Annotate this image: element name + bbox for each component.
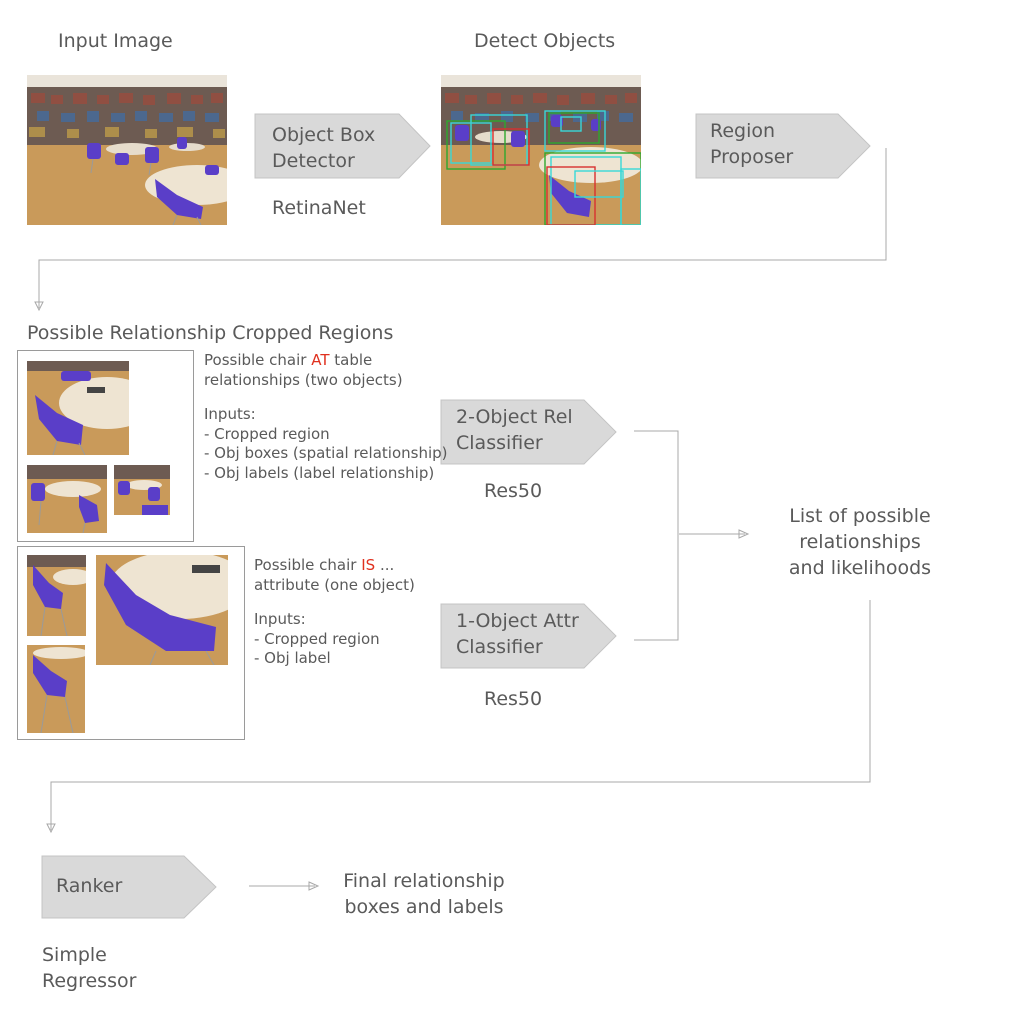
attr-classifier-model: Res50 <box>484 688 543 710</box>
arrowhead-regions <box>34 301 44 312</box>
two-object-crop-main <box>27 361 129 455</box>
relationship-list-line2: relationships <box>799 531 921 553</box>
one-object-desc-highlight: IS <box>361 556 376 574</box>
one-object-crop-main <box>96 555 228 665</box>
rel-classifier-shape <box>440 399 617 465</box>
one-object-desc-line2: attribute (one object) <box>254 575 415 594</box>
proposer-label-line1: Region <box>710 120 776 142</box>
arrowhead-ranker <box>46 823 56 834</box>
two-object-input-1: - Cropped region <box>204 424 330 443</box>
one-object-input-2: - Obj label <box>254 649 331 667</box>
detect-objects-title: Detect Objects <box>474 30 616 52</box>
final-output: Final relationship boxes and labels <box>334 868 514 920</box>
two-object-input-3: - Obj labels (label relationship) <box>204 463 435 482</box>
relationship-list-line3: and likelihoods <box>788 557 932 579</box>
two-object-desc-line2: relationships (two objects) <box>204 370 403 389</box>
ranker-model: Simple Regressor <box>42 942 136 994</box>
one-object-crops-box <box>17 546 245 740</box>
one-object-description: Possible chair IS ... attribute (one obj… <box>254 556 415 669</box>
final-output-line1: Final relationship <box>343 870 505 892</box>
proposer-label: Region Proposer <box>710 118 793 170</box>
rel-classifier-label-line1: 2-Object Rel <box>456 406 573 428</box>
relationship-list-output: List of possible relationships and likel… <box>770 503 950 581</box>
two-object-desc-prefix: Possible chair <box>204 351 312 369</box>
attr-classifier-label-line2: Classifier <box>456 636 543 658</box>
two-object-crop-small-b <box>114 465 170 515</box>
two-object-crops-box <box>17 350 194 542</box>
two-object-desc-highlight: AT <box>311 351 330 369</box>
connector-list-to-ranker <box>50 600 871 830</box>
two-object-input-2: - Obj boxes (spatial relationship) <box>204 444 448 462</box>
detector-label: Object Box Detector <box>272 122 375 174</box>
arrowhead-list <box>738 529 750 539</box>
cropped-regions-title: Possible Relationship Cropped Regions <box>27 322 394 344</box>
arrowhead-final <box>308 881 320 891</box>
proposer-shape <box>695 113 871 179</box>
input-image-title: Input Image <box>58 30 173 52</box>
connector-rel-merge <box>634 430 679 641</box>
one-object-input-1: - Cropped region <box>254 629 380 648</box>
attr-classifier-label: 1-Object Attr Classifier <box>456 608 579 660</box>
one-object-crop-b <box>27 645 85 733</box>
two-object-desc-suffix: table <box>329 351 373 369</box>
final-output-line2: boxes and labels <box>344 896 504 918</box>
one-object-desc-prefix: Possible chair <box>254 556 362 574</box>
detect-objects-photo <box>441 75 641 225</box>
proposer-label-line2: Proposer <box>710 146 794 168</box>
attr-classifier-label-line1: 1-Object Attr <box>456 610 579 632</box>
ranker-label: Ranker <box>56 875 123 897</box>
rel-classifier-label: 2-Object Rel Classifier <box>456 404 573 456</box>
two-object-description: Possible chair AT table relationships (t… <box>204 351 448 483</box>
ranker-model-line1: Simple <box>42 944 107 966</box>
detector-label-line1: Object Box <box>272 124 376 146</box>
relationship-list-line1: List of possible <box>789 505 931 527</box>
ranker-model-line2: Regressor <box>42 970 137 992</box>
attr-classifier-shape <box>440 603 617 669</box>
ranker-shape <box>41 855 217 919</box>
rel-classifier-label-line2: Classifier <box>456 432 543 454</box>
input-image-photo <box>27 75 227 225</box>
one-object-inputs-title: Inputs: <box>254 610 306 628</box>
two-object-inputs-title: Inputs: <box>204 405 256 423</box>
connector-proposer-to-regions <box>38 148 887 308</box>
one-object-crop-a <box>27 555 86 636</box>
detector-label-line2: Detector <box>272 150 355 172</box>
rel-classifier-model: Res50 <box>484 480 543 502</box>
one-object-desc-suffix: ... <box>375 556 395 574</box>
detector-model: RetinaNet <box>272 197 366 219</box>
detector-shape <box>254 113 431 179</box>
two-object-crop-small-a <box>27 465 107 533</box>
